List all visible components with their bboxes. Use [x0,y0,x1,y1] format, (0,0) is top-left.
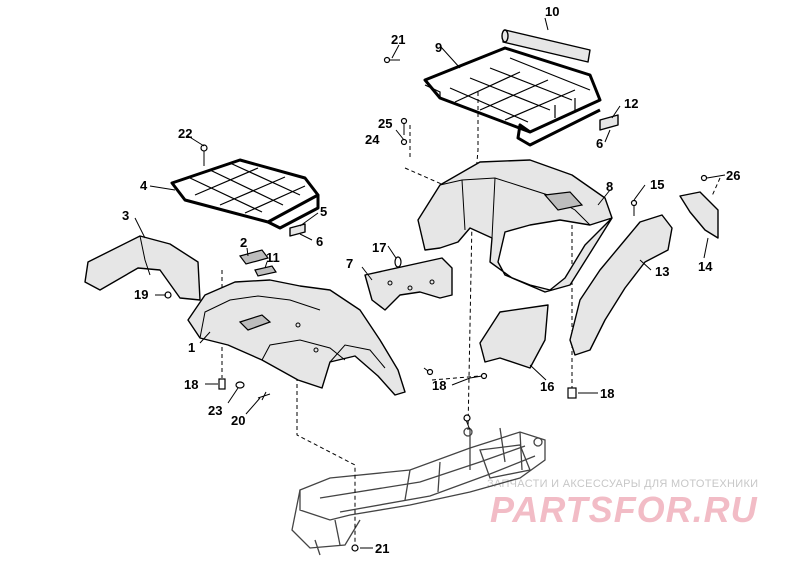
callout-16: 16 [540,379,554,394]
watermark-tagline: ЗАПЧАСТИ И АКСЕССУАРЫ ДЛЯ МОТОТЕХНИКИ [487,478,758,490]
callout-7: 7 [346,256,353,271]
callout-18-right: 18 [600,386,614,401]
side-panel-7 [364,257,453,311]
callout-13: 13 [655,264,669,279]
callout-9: 9 [435,40,442,55]
callout-25: 25 [378,116,392,131]
clip-5 [289,223,306,237]
callout-6-left: 6 [316,234,323,249]
callout-21-top: 21 [391,32,405,47]
callout-24: 24 [365,132,380,147]
callout-22: 22 [178,126,192,141]
callout-21-bottom: 21 [375,541,389,556]
hardware [164,56,708,552]
callout-6-right: 6 [596,136,603,151]
leader-lines [134,17,726,549]
front-fender-1 [187,279,406,396]
callout-10: 10 [545,4,559,19]
callout-4: 4 [140,178,148,193]
callout-20: 20 [231,413,245,428]
rear-rack-9 [423,46,602,147]
front-rack-4 [170,158,320,230]
watermark-brand: PARTSFOR.RU [490,489,758,530]
callout-26: 26 [726,168,740,183]
callout-3: 3 [122,208,129,223]
chassis-frame [291,427,546,556]
callout-5: 5 [320,204,327,219]
front-inner-fender-3 [84,235,201,301]
callout-15: 15 [650,177,664,192]
clip-12 [599,114,619,131]
callout-8: 8 [606,179,613,194]
watermark: ЗАПЧАСТИ И АКСЕССУАРЫ ДЛЯ МОТОТЕХНИКИ PA… [487,478,758,530]
callout-14: 14 [698,259,713,274]
plate-2 [238,249,270,265]
plate-11 [254,265,277,277]
rear-flare-13 [569,214,673,356]
callout-19: 19 [134,287,148,302]
callout-12: 12 [624,96,638,111]
callout-18-left: 18 [184,377,198,392]
rack-pad-10 [501,29,591,63]
rear-fender-8 [417,159,613,293]
callout-labels: 10 21 9 12 6 25 24 22 4 5 6 3 2 11 19 1 … [122,4,740,556]
callout-11: 11 [266,250,280,265]
callout-17: 17 [372,240,386,255]
rear-mud-flap-16 [479,304,549,369]
callout-2: 2 [240,235,247,250]
grommet-17 [394,256,402,268]
callout-18-mid: 18 [432,378,446,393]
callout-23: 23 [208,403,222,418]
callout-1: 1 [188,340,195,355]
trim-14 [679,191,719,239]
